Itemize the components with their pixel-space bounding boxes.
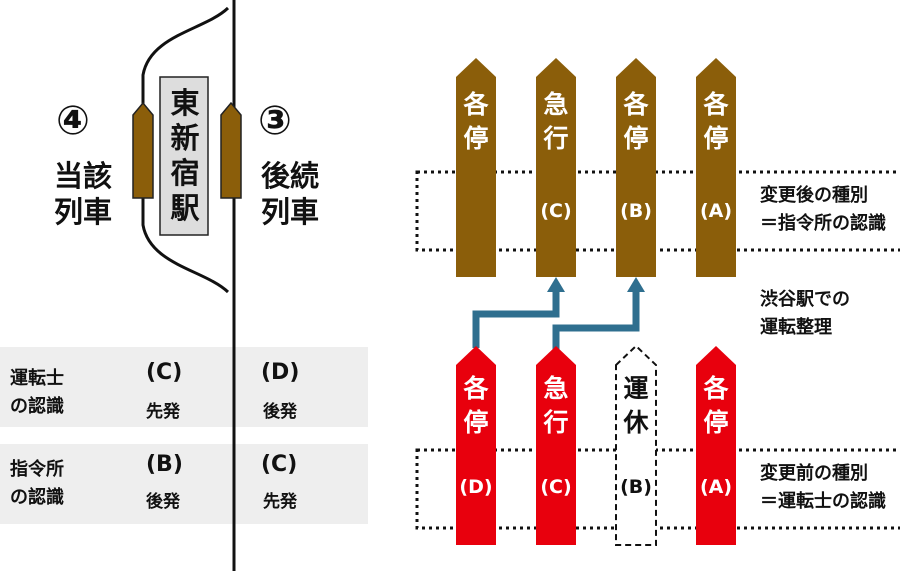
before-train-1 [456,346,496,545]
after-train-4 [696,58,736,277]
after-train-4-label: 各停 [703,90,729,153]
train-label-3: 後続 列車 [261,159,320,229]
dispatch-recognition-title: 指令所 の認識 [10,459,64,508]
dispatch-recognition-panel [0,444,368,524]
dispatch-right-type: (C) [261,452,298,477]
after-train-4-letter: (A) [699,200,733,222]
before-types-box [415,448,900,530]
dispatch-left-type: (B) [146,452,183,477]
before-train-4-label: 各停 [703,374,729,437]
before-train-3-label: 運休 [623,374,649,437]
train-marker-3 [220,101,242,199]
driver-left-type: (C) [146,360,183,385]
after-train-2-letter: (C) [540,200,572,222]
before-train-3 [615,344,657,546]
driver-left-order: 先発 [146,402,180,422]
dispatch-left-order: 後発 [146,492,180,512]
before-types-caption: 変更前の種別 ＝運転士の認識 [760,463,886,512]
arrow-c-to-b-head [627,277,645,292]
train-label-4: 当該 列車 [54,159,113,229]
before-train-2 [536,346,576,545]
train-marker-4 [132,101,154,199]
driver-recognition-title: 運転士 の認識 [10,368,64,417]
after-types-caption: 変更後の種別 ＝指令所の認識 [760,185,886,234]
dispatch-right-order: 先発 [263,492,297,512]
before-train-2-label: 急行 [543,374,569,437]
station-box [159,76,209,236]
after-train-3 [616,58,656,277]
arrow-d-to-c [472,288,560,348]
arrow-d-to-c-head [547,277,565,292]
driver-right-order: 後発 [263,402,297,422]
before-train-4-letter: (A) [699,476,733,498]
after-train-1-label: 各停 [463,90,489,153]
station-name: 東 新 宿 駅 [170,86,200,225]
after-train-2 [536,58,576,277]
train-number-4: ④ [56,98,90,144]
after-train-2-label: 急行 [543,90,569,153]
before-train-3-letter: (B) [620,476,652,498]
driver-recognition-panel [0,347,368,427]
after-train-3-letter: (B) [620,200,652,222]
after-train-1 [456,58,496,277]
before-train-2-letter: (C) [540,476,572,498]
before-train-4 [696,346,736,545]
driver-right-type: (D) [261,360,300,385]
rearrangement-caption: 渋谷駅での 運転整理 [760,289,850,338]
before-train-1-letter: (D) [459,476,493,498]
train-number-3: ③ [258,98,292,144]
after-train-3-label: 各停 [623,90,649,153]
after-types-box [415,170,900,252]
before-train-1-label: 各停 [463,374,489,437]
arrow-c-to-b [552,288,640,350]
